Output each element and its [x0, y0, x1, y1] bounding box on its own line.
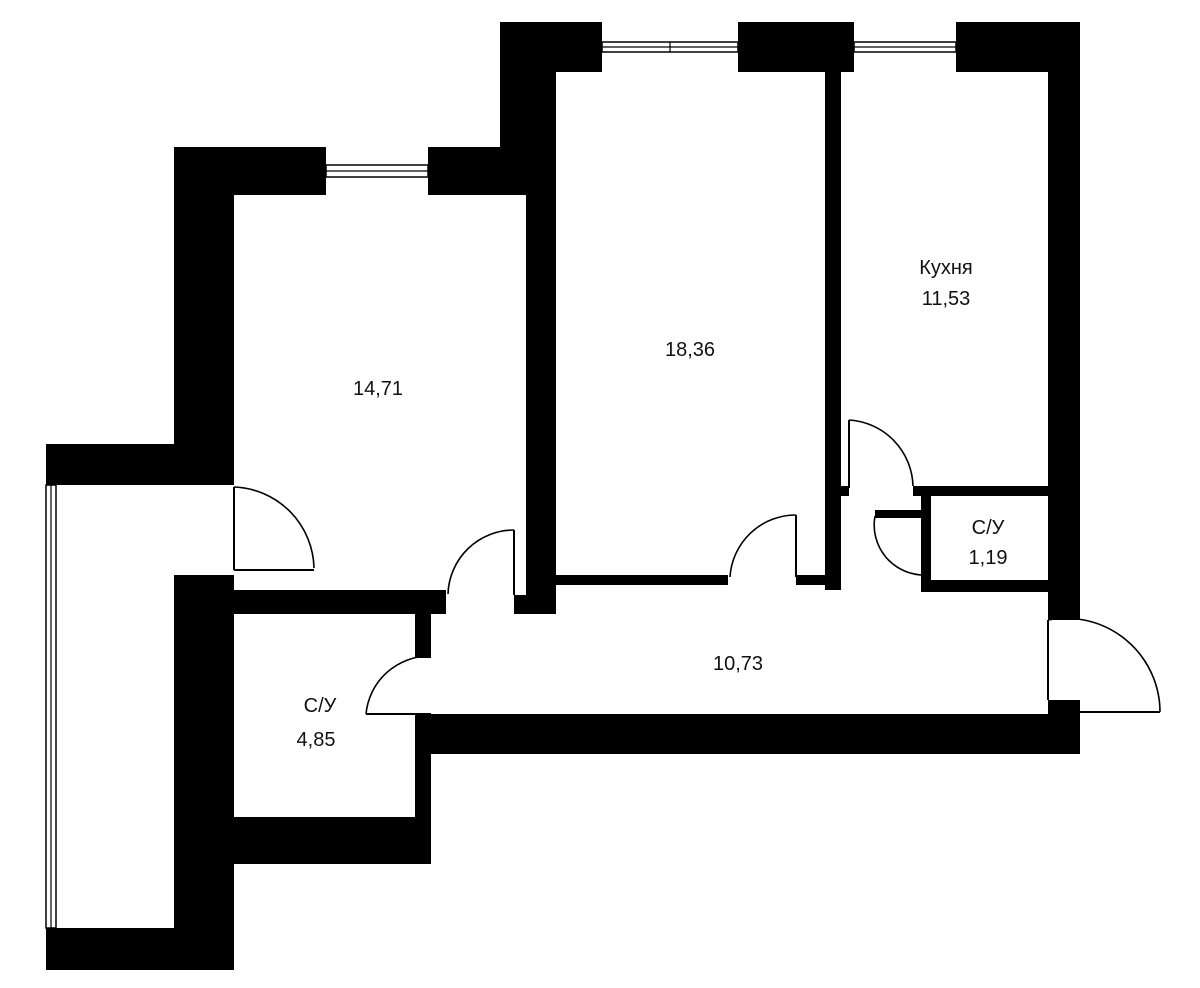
- wall-small-bath-left: [921, 486, 931, 592]
- wall-middle-top-center: [738, 22, 854, 72]
- door-small-bath-swing: [873, 515, 926, 576]
- door-entrance-swing: [1047, 617, 1161, 713]
- wall-large-bath-left: [174, 575, 234, 970]
- windows: [45, 41, 957, 929]
- doors: [233, 419, 1161, 715]
- bathroom-small-area: 1,19: [969, 547, 1008, 569]
- wall-middle-kitchen-partition: [825, 72, 841, 590]
- wall-balcony-bottom: [46, 928, 234, 970]
- wall-small-bath-bottom: [921, 580, 1048, 592]
- wall-kitchen-door-stub: [841, 486, 849, 496]
- wall-large-bath-bottom: [174, 817, 431, 864]
- wall-hallway-bottom: [415, 714, 1080, 754]
- bathroom-small-name: С/У: [972, 517, 1005, 539]
- door-kitchen-swing: [848, 419, 914, 487]
- bathroom-large-area: 4,85: [297, 729, 336, 751]
- bathroom-large-name: С/У: [304, 695, 337, 717]
- door-large-bath-swing: [365, 655, 431, 715]
- wall-small-bath-stub: [875, 510, 925, 518]
- wall-balcony-top: [46, 444, 234, 485]
- kitchen-name: Кухня: [919, 257, 973, 279]
- wall-right-outer: [1048, 22, 1080, 620]
- room-left-area: 14,71: [353, 378, 403, 400]
- kitchen-area: 11,53: [922, 288, 971, 310]
- door-middle-room-swing: [729, 514, 797, 578]
- wall-middle-room-bottom-left: [556, 575, 728, 585]
- wall-large-bath-right: [415, 600, 431, 658]
- door-left-room-swing: [447, 529, 515, 595]
- wall-middle-room-bottom-right: [796, 575, 841, 585]
- room-middle-area: 18,36: [665, 339, 715, 361]
- wall-kitchen-bottom: [913, 486, 1048, 496]
- door-balcony-swing: [233, 486, 315, 569]
- room-labels: 14,71 18,36 Кухня 11,53 С/У 1,19 С/У 4,8…: [297, 257, 1008, 751]
- walls: [46, 22, 1080, 970]
- wall-left-room-bottom-right: [514, 595, 556, 614]
- wall-left-middle-partition: [526, 72, 556, 614]
- wall-hallway-right-lower: [1048, 700, 1080, 754]
- hallway-area: 10,73: [713, 653, 763, 675]
- wall-left-room-left: [174, 147, 234, 485]
